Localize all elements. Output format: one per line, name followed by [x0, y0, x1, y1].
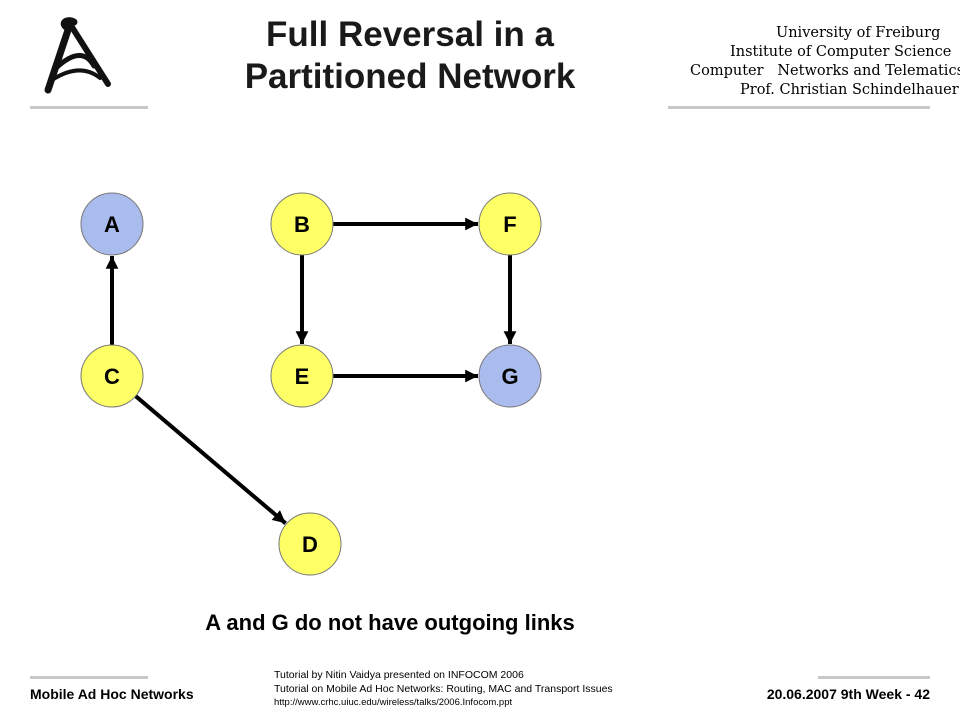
node-c: C	[80, 344, 144, 408]
footer-course-title: Mobile Ad Hoc Networks	[30, 686, 194, 702]
institution-line: Prof. Christian Schindelhauer	[740, 82, 959, 98]
node-circle	[478, 192, 542, 256]
node-a: A	[80, 192, 144, 256]
edge-c-to-d	[134, 394, 287, 525]
diagram-caption: A and G do not have outgoing links	[205, 610, 575, 635]
node-label: C	[104, 364, 120, 389]
footer-credit: Tutorial by Nitin Vaidya presented on IN…	[274, 668, 613, 710]
institution-line: University of Freiburg	[776, 25, 941, 41]
node-circle	[270, 192, 334, 256]
header-divider-left	[30, 106, 148, 109]
university-logo-icon	[44, 17, 111, 94]
footer-date-page: 20.06.2007 9th Week - 42	[766, 686, 930, 702]
institution-line: Computer Networks and Telematics	[690, 63, 960, 79]
node-b: B	[270, 192, 334, 256]
title-line-1: Full Reversal in a	[266, 15, 554, 54]
institution-line: Institute of Computer Science	[730, 44, 952, 60]
title-line-2: Partitioned Network	[244, 57, 576, 96]
node-label: F	[503, 212, 516, 237]
footer-divider-left	[30, 676, 148, 679]
node-circle	[478, 344, 542, 408]
node-e: E	[270, 344, 334, 408]
credit-line-1: Tutorial by Nitin Vaidya presented on IN…	[274, 669, 524, 681]
node-label: G	[501, 364, 518, 389]
node-label: A	[104, 212, 120, 237]
node-circle	[80, 344, 144, 408]
header-divider-right	[668, 106, 930, 109]
node-circle	[270, 344, 334, 408]
node-circle	[278, 512, 342, 576]
node-label: B	[294, 212, 310, 237]
institution-block: University of Freiburg Institute of Comp…	[660, 24, 960, 100]
credit-line-2: Tutorial on Mobile Ad Hoc Networks: Rout…	[274, 683, 613, 695]
node-d: D	[278, 512, 342, 576]
node-f: F	[478, 192, 542, 256]
node-g: G	[478, 344, 542, 408]
footer-divider-right	[818, 676, 930, 679]
credit-url: http://www.crhc.uiuc.edu/wireless/talks/…	[274, 697, 513, 708]
node-label: E	[295, 364, 310, 389]
node-label: D	[302, 532, 318, 557]
slide-title: Full Reversal in a Partitioned Network	[200, 14, 620, 98]
node-circle	[80, 192, 144, 256]
